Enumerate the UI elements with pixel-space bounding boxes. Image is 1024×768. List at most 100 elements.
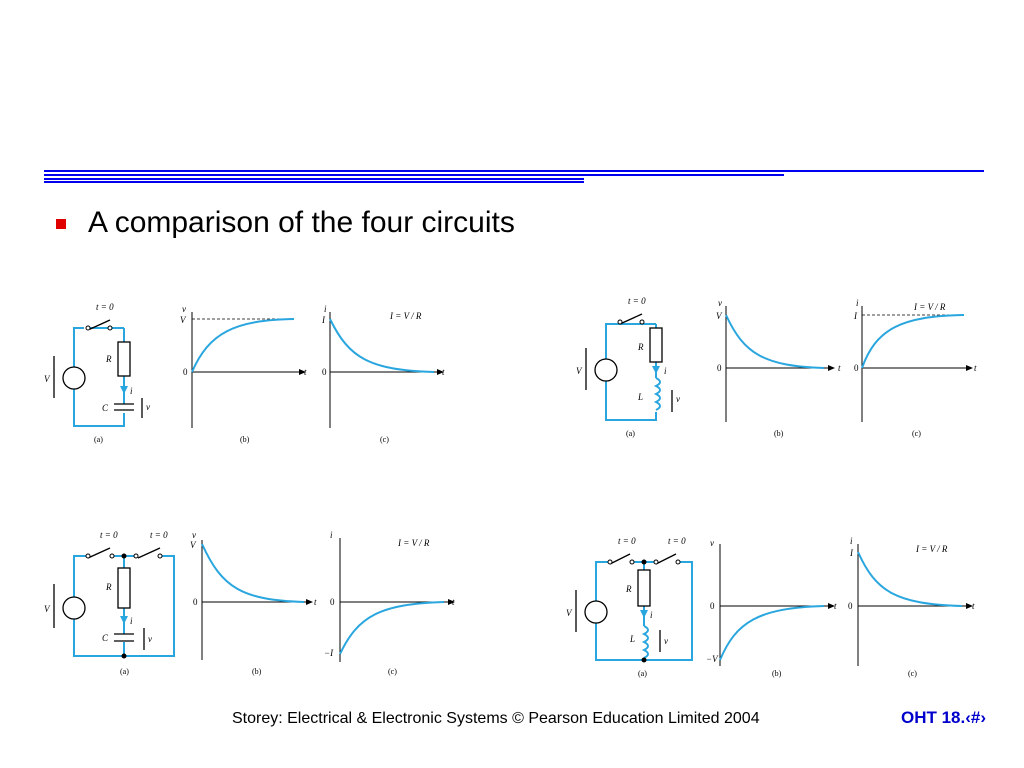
voltage-source [584,600,608,624]
label-t0: t = 0 [618,536,636,546]
switch-contact [607,559,613,565]
label-V: V [44,374,51,384]
voltage-curve [191,318,295,373]
axis-label-I: I [849,548,854,558]
switch-contact [85,553,91,559]
junction-dot [121,653,127,659]
axis-label-minusV: −V [706,654,719,664]
graph-c: i 0 −I t I = V / R (c) [324,530,455,676]
switch-blade [87,547,111,559]
label-R: R [625,584,632,594]
panel-rl-charge-svg: t = 0 R L i v V (a) v V 0 t (b) i I 0 t … [576,296,977,438]
axis-label-i: i [856,298,859,308]
junction-dot [121,553,127,559]
inductor [641,625,649,659]
axis-label-v: v [192,530,196,540]
label-IVR: I = V / R [915,544,948,554]
axis-label-0: 0 [717,363,722,373]
graph-c: i I 0 t I = V / R (c) [853,298,977,438]
axis-label-minusI: −I [324,648,334,658]
divider-line [44,170,984,172]
graph-b: v V 0 t (b) [180,304,307,444]
current-curve [329,318,435,373]
axis-label-t: t [972,601,975,611]
label-IVR: I = V / R [913,302,946,312]
axis-label-V: V [716,311,723,321]
caption-c: (c) [908,669,917,678]
caption-b: (b) [772,669,782,678]
resistor [117,567,131,609]
current-curve [339,601,445,655]
diagram-stroke [966,365,973,371]
label-R: R [637,342,644,352]
label-R: R [105,582,112,592]
voltage-curve [719,605,825,661]
voltage-curve [725,314,825,369]
label-IVR: I = V / R [397,538,430,548]
label-t0: t = 0 [150,530,168,540]
label-i: i [664,366,667,376]
axis-label-v: v [718,298,722,308]
bullet-text: A comparison of the four circuits [88,206,515,239]
axis-label-i: i [330,530,333,540]
resistor [649,327,663,363]
divider-line [44,181,584,183]
axis-label-t: t [974,363,977,373]
junction-dot [641,559,647,565]
slide-number: OHT 18.‹#› [900,708,986,727]
axis-label-0: 0 [330,597,335,607]
axis-label-v: v [182,304,186,314]
label-V: V [566,608,573,618]
graph-b: v 0 −V t (b) [706,538,837,678]
diagram-stroke [575,553,677,652]
voltage-source [62,366,86,390]
switch-blade [137,547,161,559]
axis-label-t: t [442,367,445,377]
axis-label-0: 0 [193,597,198,607]
diagram-stroke [828,603,835,609]
axis-label-t: t [304,367,307,377]
label-t0: t = 0 [628,296,646,306]
voltage-source [62,596,86,620]
panel-rc-charge-svg: t = 0 R C i v V (a) v V 0 t (b) i I 0 t … [44,302,445,444]
axis-label-t: t [452,597,455,607]
axis-label-t: t [838,363,841,373]
label-IVR: I = V / R [389,311,422,321]
switch-contact [107,325,113,331]
switch-contact [617,319,623,325]
caption-c: (c) [388,667,397,676]
title-divider [44,170,984,186]
axis-label-t: t [314,597,317,607]
axis-label-0: 0 [322,367,327,377]
label-L: L [629,634,635,644]
switch-blade [655,553,677,565]
switch-contact [675,559,681,565]
caption-a: (a) [638,669,647,678]
label-v: v [676,394,680,404]
diagram-stroke [585,313,673,412]
label-L: L [637,392,643,402]
caption-b: (b) [774,429,784,438]
graph-b: v V 0 t (b) [716,298,841,438]
axis-label-V: V [180,315,187,325]
label-v: v [146,402,150,412]
label-C: C [102,633,109,643]
caption-c: (c) [380,435,389,444]
label-t0: t = 0 [668,536,686,546]
diagram-stroke [53,319,143,418]
label-t0: t = 0 [100,530,118,540]
label-v: v [148,634,152,644]
label-R: R [105,354,112,364]
inductor [653,377,661,411]
axis-label-0: 0 [710,601,715,611]
current-arrow [120,386,128,394]
label-i: i [130,386,133,396]
divider-line [44,174,784,176]
bullet-marker [56,219,66,229]
voltage-curve [201,543,305,603]
switch-contact [653,559,659,565]
switch-contact [85,325,91,331]
diagram-stroke [437,369,444,375]
label-i: i [650,610,653,620]
axis-label-V: V [190,540,197,550]
